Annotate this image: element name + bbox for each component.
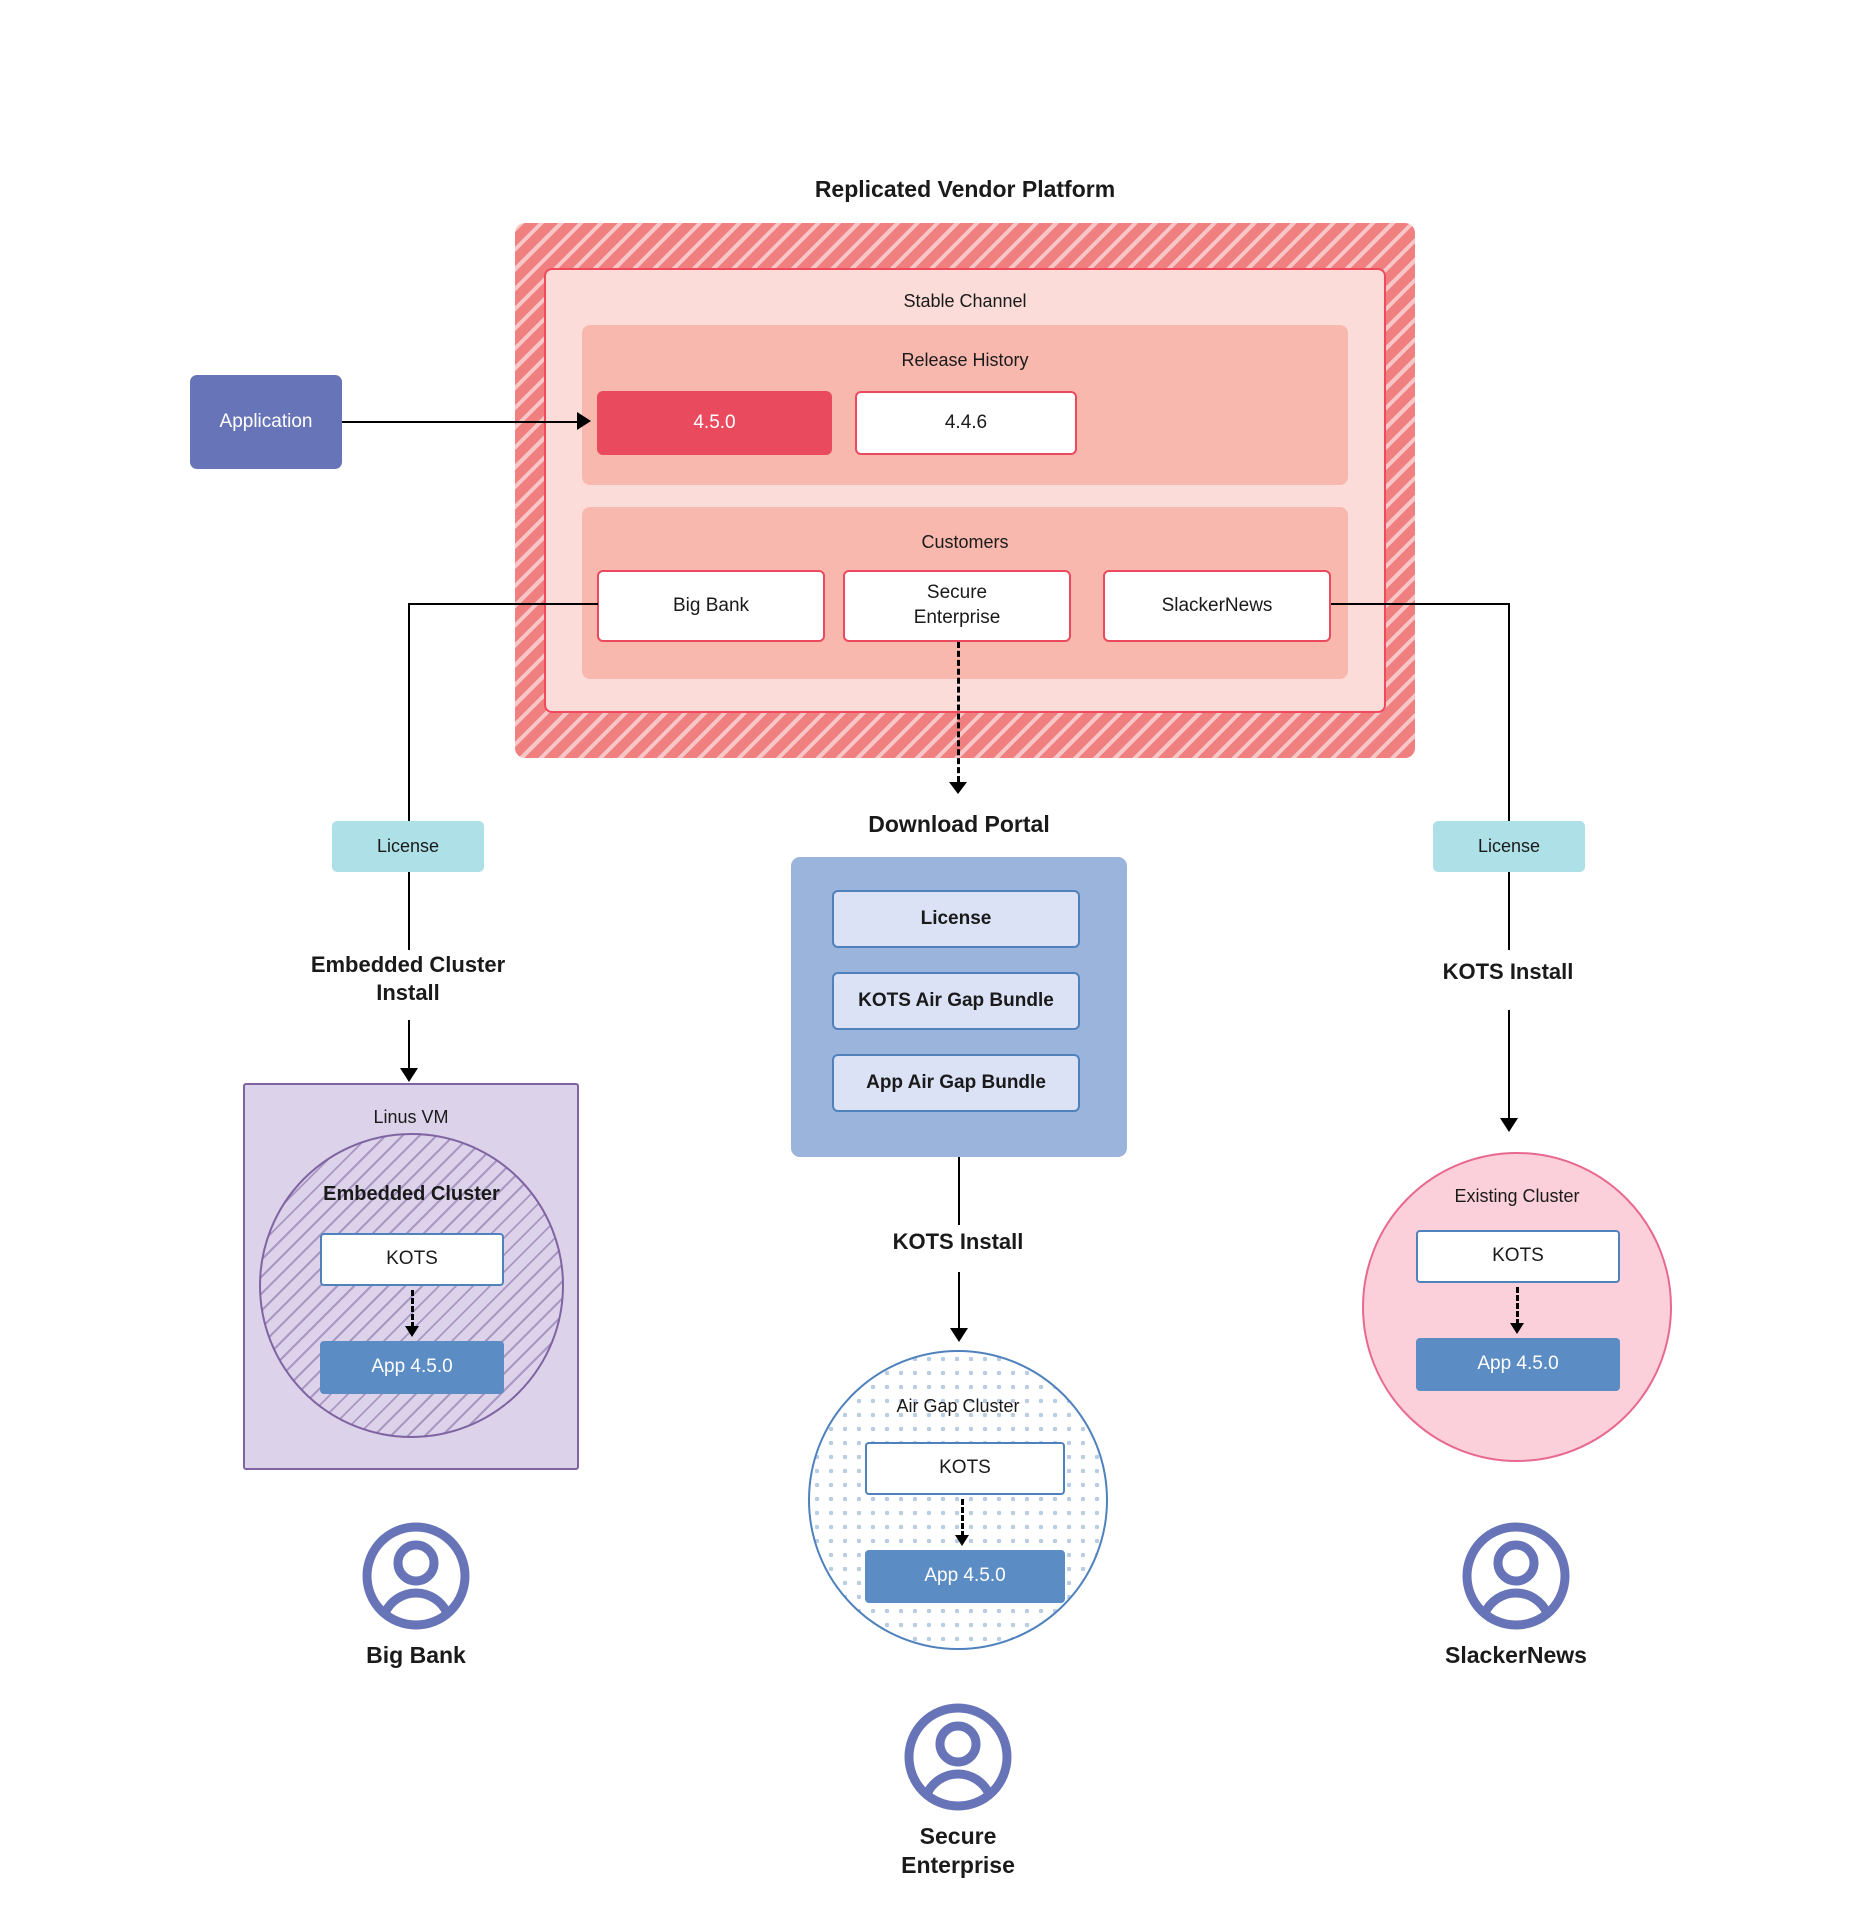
avatar [1461, 1521, 1571, 1636]
portal-item-license[interactable]: License [832, 890, 1080, 948]
application-box[interactable]: Application [190, 375, 342, 469]
connector-to-existing-cluster [1508, 1010, 1510, 1120]
connector-bigbank-vertical [408, 603, 410, 821]
edge-label-kots-install-center: KOTS Install [892, 1229, 1024, 1254]
existing-cluster-label: Existing Cluster [1454, 1186, 1580, 1206]
connector-kots-to-app-existing [1516, 1287, 1519, 1325]
connector-slackernews-vertical [1508, 603, 1510, 821]
arrowhead-to-linux-vm [400, 1068, 418, 1082]
connector-secure-enterprise-to-portal [957, 642, 960, 782]
connector-portal-down [958, 1157, 960, 1225]
connector-slackernews-horizontal [1331, 603, 1510, 605]
customer-box-big-bank[interactable]: Big Bank [597, 570, 825, 642]
stable-channel-label: Stable Channel [903, 291, 1027, 311]
connector-kots-to-app-airgap [961, 1499, 964, 1537]
arrowhead-kots-to-app-embedded [405, 1326, 419, 1337]
app-box-embedded[interactable]: App 4.5.0 [320, 1341, 504, 1394]
release-box-current[interactable]: 4.5.0 [597, 391, 832, 455]
customer-label-secure-enterprise: Secure Enterprise [901, 1823, 1015, 1878]
edge-label-kots-install-right: KOTS Install [1442, 959, 1574, 984]
connector-kots-to-app-embedded [411, 1290, 414, 1328]
avatar [361, 1521, 471, 1636]
kots-box-embedded[interactable]: KOTS [320, 1233, 504, 1286]
license-box-right[interactable]: License [1433, 821, 1585, 872]
connector-bigbank-horizontal [408, 603, 598, 605]
kots-box-airgap[interactable]: KOTS [865, 1442, 1065, 1495]
customer-label-slackernews: SlackerNews [1445, 1642, 1587, 1668]
arrowhead-kots-to-app-airgap [955, 1535, 969, 1546]
embedded-cluster-circle [259, 1133, 564, 1438]
arrowhead-application-to-release [577, 412, 591, 430]
arrowhead-kots-to-app-existing [1510, 1323, 1524, 1334]
customer-box-slackernews[interactable]: SlackerNews [1103, 570, 1331, 642]
release-history-label: Release History [901, 350, 1029, 370]
connector-license-right-down [1508, 872, 1510, 950]
arrowhead-to-existing-cluster [1500, 1118, 1518, 1132]
release-box-previous[interactable]: 4.4.6 [855, 391, 1077, 455]
portal-item-kots-air-gap-bundle[interactable]: KOTS Air Gap Bundle [832, 972, 1080, 1030]
customer-label-big-bank: Big Bank [366, 1642, 466, 1668]
license-box-left[interactable]: License [332, 821, 484, 872]
arrowhead-portal-to-airgap [950, 1328, 968, 1342]
customers-label: Customers [921, 532, 1009, 552]
diagram-title: Replicated Vendor Platform [814, 176, 1116, 202]
avatar [903, 1702, 1013, 1817]
connector-portal-to-airgap [958, 1272, 960, 1330]
connector-to-linux-vm [408, 1020, 410, 1072]
portal-item-app-air-gap-bundle[interactable]: App Air Gap Bundle [832, 1054, 1080, 1112]
edge-label-embedded-cluster-install: Embedded Cluster Install [310, 952, 506, 1005]
customer-box-secure-enterprise[interactable]: Secure Enterprise [843, 570, 1071, 642]
linux-vm-label: Linus VM [373, 1107, 449, 1127]
embedded-cluster-label: Embedded Cluster [323, 1183, 500, 1205]
connector-license-left-down [408, 872, 410, 950]
download-portal-title: Download Portal [868, 811, 1050, 837]
app-box-existing[interactable]: App 4.5.0 [1416, 1338, 1620, 1391]
air-gap-cluster-label: Air Gap Cluster [896, 1396, 1020, 1416]
kots-box-existing[interactable]: KOTS [1416, 1230, 1620, 1283]
connector-application-to-release [342, 421, 577, 423]
arrowhead-secure-enterprise-to-portal [949, 782, 967, 794]
app-box-airgap[interactable]: App 4.5.0 [865, 1550, 1065, 1603]
